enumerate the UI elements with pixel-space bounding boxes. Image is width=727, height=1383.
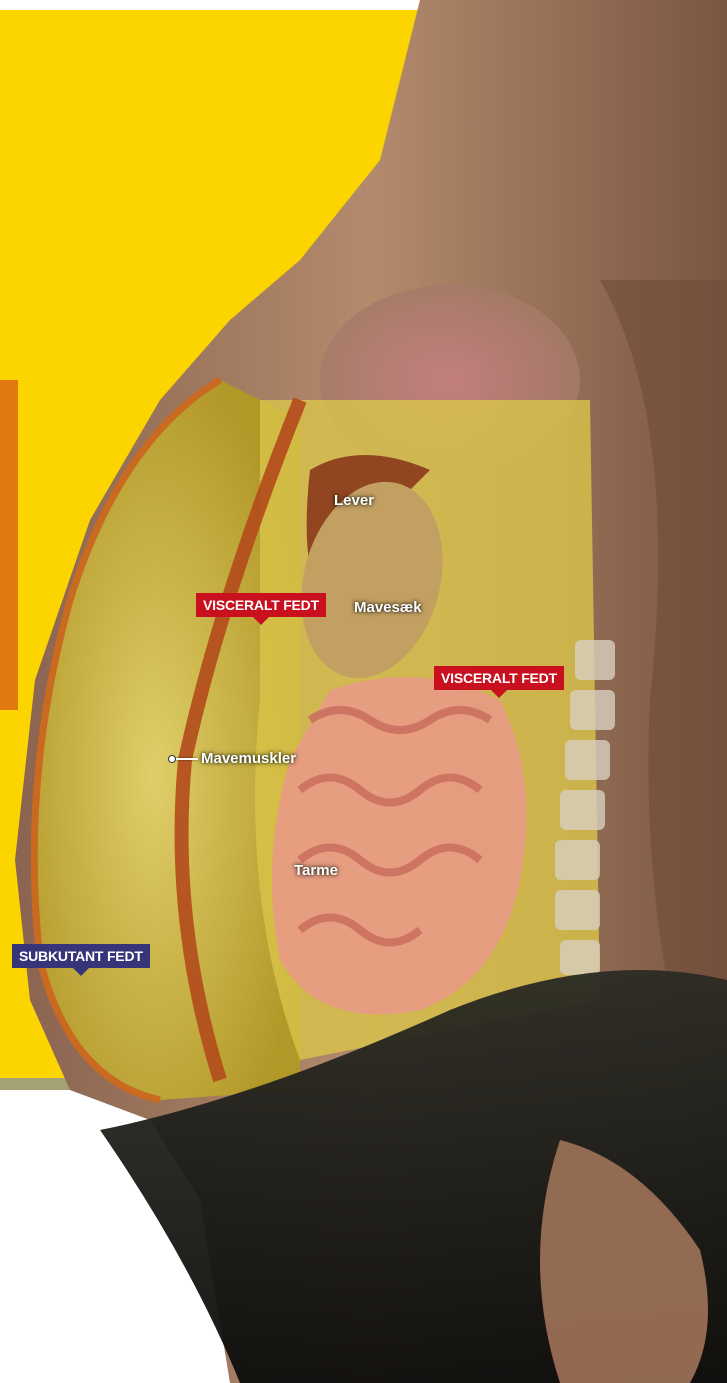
stomach-label: Mavesæk	[354, 599, 422, 616]
visceral-fat-tag-right: VISCERALT FEDT	[434, 666, 564, 690]
pointer-dot	[168, 755, 176, 763]
subcutaneous-fat-tag: SUBKUTANT FEDT	[12, 944, 150, 968]
abdominal-muscles-pointer: Mavemuskler	[168, 750, 296, 767]
visceral-fat-tag-left: VISCERALT FEDT	[196, 593, 326, 617]
orange-edge-bar	[0, 380, 18, 710]
pointer-line	[176, 758, 198, 760]
intestines-label: Tarme	[294, 862, 338, 879]
liver-label: Lever	[334, 492, 374, 509]
abdominal-muscles-label: Mavemuskler	[201, 750, 296, 767]
